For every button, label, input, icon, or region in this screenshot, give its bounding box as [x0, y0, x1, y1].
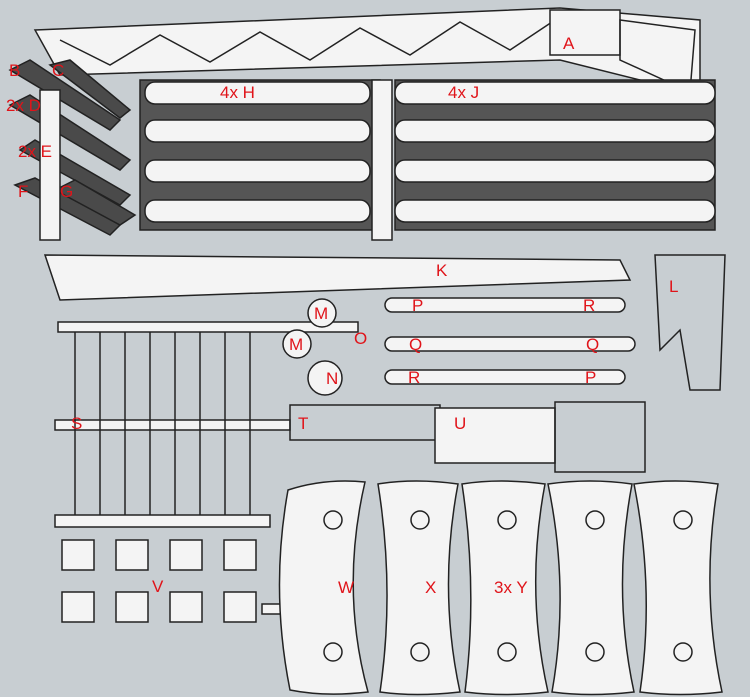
beams-h-and-j	[139, 79, 716, 241]
truss-part-a	[33, 7, 701, 96]
blocks-part-v	[61, 539, 293, 623]
links-p-q-r	[384, 297, 636, 385]
label-x: X	[425, 578, 437, 597]
beams-b-to-g	[8, 59, 137, 241]
label-h: 4x H	[220, 83, 255, 102]
label-w: W	[338, 578, 355, 597]
label-e: 2x E	[18, 142, 53, 161]
label-n: N	[326, 369, 339, 388]
label-c: C	[52, 61, 65, 80]
label-s: S	[71, 414, 83, 433]
label-q-2: Q	[586, 335, 600, 354]
counterweights-w-x-y	[278, 480, 723, 696]
label-t: T	[298, 414, 309, 433]
label-q-1: Q	[409, 335, 423, 354]
label-r-2: R	[583, 296, 596, 315]
label-m-2: M	[289, 335, 304, 354]
label-f: F	[18, 182, 29, 201]
boom-part-k	[43, 254, 632, 301]
label-m-1: M	[314, 304, 329, 323]
cylinder-part-u	[434, 407, 556, 464]
label-p-1: P	[412, 296, 424, 315]
label-l: L	[669, 277, 679, 296]
label-v: V	[152, 577, 164, 596]
label-k: K	[436, 261, 448, 280]
disc-part-n	[307, 360, 343, 396]
label-o: O	[354, 329, 368, 348]
label-j: 4x J	[448, 83, 480, 102]
label-d: 2x D	[6, 96, 41, 115]
disc-part-m	[282, 329, 312, 359]
label-u: U	[454, 414, 467, 433]
label-a: A	[563, 34, 575, 53]
frame-part-l	[654, 254, 726, 391]
label-g: G	[60, 182, 74, 201]
label-p-2: P	[585, 368, 597, 387]
label-b: B	[9, 61, 21, 80]
label-r-1: R	[408, 368, 421, 387]
frame-part-t	[289, 404, 441, 441]
label-y: 3x Y	[494, 578, 528, 597]
ladder-part-s	[54, 321, 359, 528]
disc-part-m	[307, 298, 337, 328]
